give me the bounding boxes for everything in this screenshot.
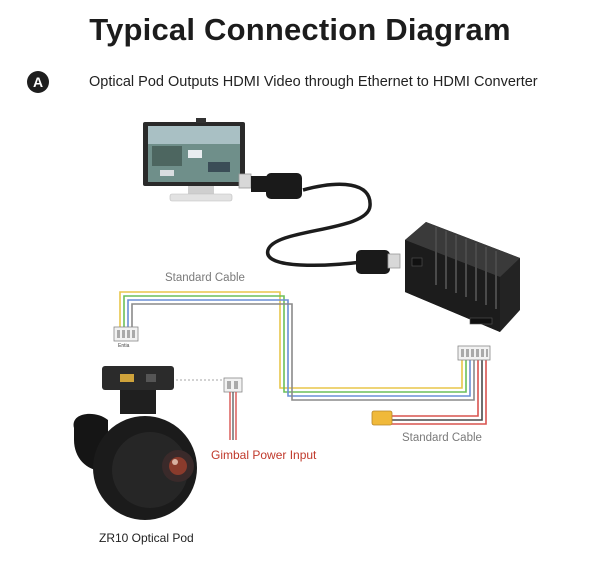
connector-mark-label: Entia	[118, 343, 130, 349]
gimbal-power-input-label: Gimbal Power Input	[211, 448, 317, 462]
section-badge: A	[27, 71, 49, 93]
diagram-title: Typical Connection Diagram	[89, 12, 511, 47]
ethernet-hdmi-converter-icon	[405, 222, 520, 332]
power-connector-icon	[223, 377, 243, 440]
hdmi-cable-icon	[238, 173, 401, 274]
ethernet-cable-wires	[119, 291, 487, 425]
xt-power-connector-icon	[371, 410, 393, 426]
standard-cable-label-bottom: Standard Cable	[402, 432, 482, 444]
optical-pod-icon	[73, 366, 197, 520]
monitor-icon	[143, 118, 245, 202]
section-subtitle: Optical Pod Outputs HDMI Video through E…	[89, 74, 538, 90]
pod-connector-icon	[113, 326, 139, 342]
pod-name-label: ZR10 Optical Pod	[99, 531, 194, 545]
standard-cable-label-top: Standard Cable	[165, 272, 245, 284]
converter-connector-icon	[457, 345, 491, 361]
